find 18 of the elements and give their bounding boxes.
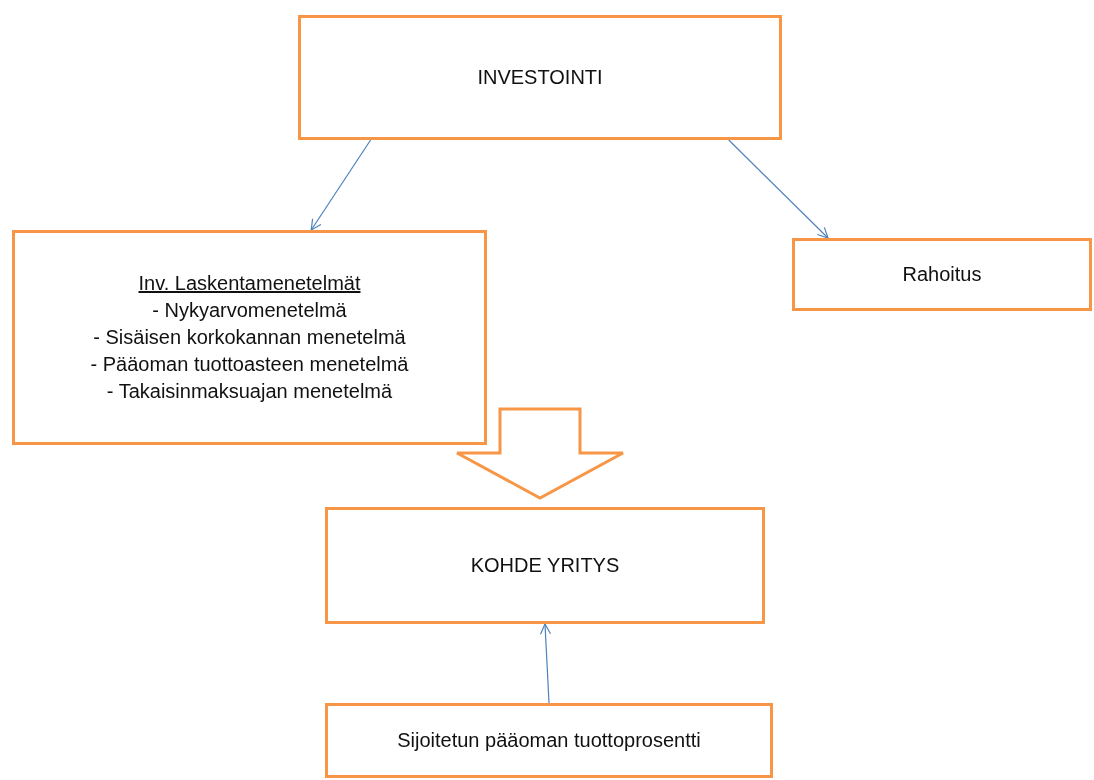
- process-box: [325, 703, 773, 778]
- arrow: [310, 139, 372, 231]
- list-item: - Nykyarvomenetelmä: [152, 298, 347, 323]
- box-heading: Inv. Laskentamenetelmät: [138, 271, 361, 296]
- box-label: Rahoitus: [902, 262, 982, 287]
- box-label: KOHDE YRITYS: [470, 553, 620, 578]
- arrow: [728, 139, 829, 239]
- list-item: - Sisäisen korkokannan menetelmä: [93, 325, 406, 350]
- box-label: INVESTOINTI: [477, 65, 603, 90]
- block-arrow: [455, 407, 625, 500]
- list-item: - Takaisinmaksuajan menetelmä: [106, 379, 393, 404]
- box-label: Sijoitetun pääoman tuottoprosentti: [397, 728, 701, 753]
- process-box: [298, 15, 782, 140]
- list-item: - Pääoman tuottoasteen menetelmä: [90, 352, 409, 377]
- process-box: [12, 230, 487, 445]
- process-box: [325, 507, 765, 624]
- arrow: [539, 623, 552, 704]
- process-box: [792, 238, 1092, 311]
